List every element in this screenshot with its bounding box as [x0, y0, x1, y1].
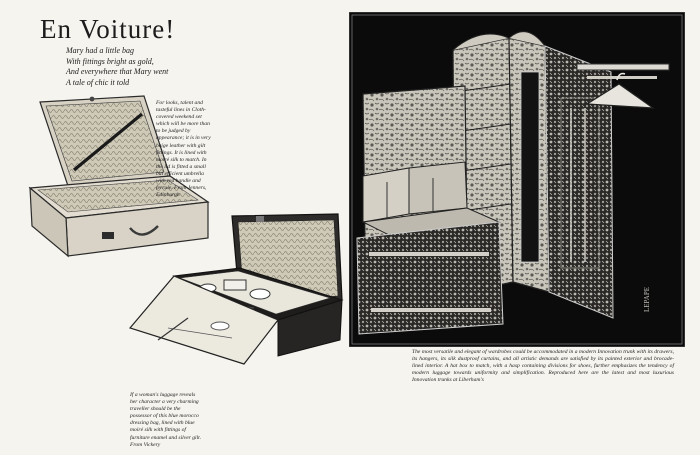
article-title: En Voiture!: [40, 14, 176, 44]
bottom-caption: If a woman's luggage reveals her charact…: [130, 392, 202, 448]
poem-line: With fittings bright as gold,: [66, 56, 154, 66]
artist-signature: LEPAPE: [643, 287, 651, 312]
wardrobe-trunk-illustration: LEPAPE: [349, 12, 685, 347]
poem-line: And everywhere that Mary went: [66, 67, 169, 76]
dressing-bag-illustration: [128, 213, 344, 365]
right-caption: The most versatile and elegant of wardro…: [412, 349, 674, 384]
open-suitcase-illustration: [28, 95, 210, 258]
top-caption: For looks, talent and tasteful lines in …: [156, 100, 211, 199]
poem-line: Mary had a little bag: [66, 46, 134, 55]
poem: Mary had a little bag With fittings brig…: [66, 46, 216, 88]
poem-line: A tale of chic it told: [66, 77, 130, 87]
